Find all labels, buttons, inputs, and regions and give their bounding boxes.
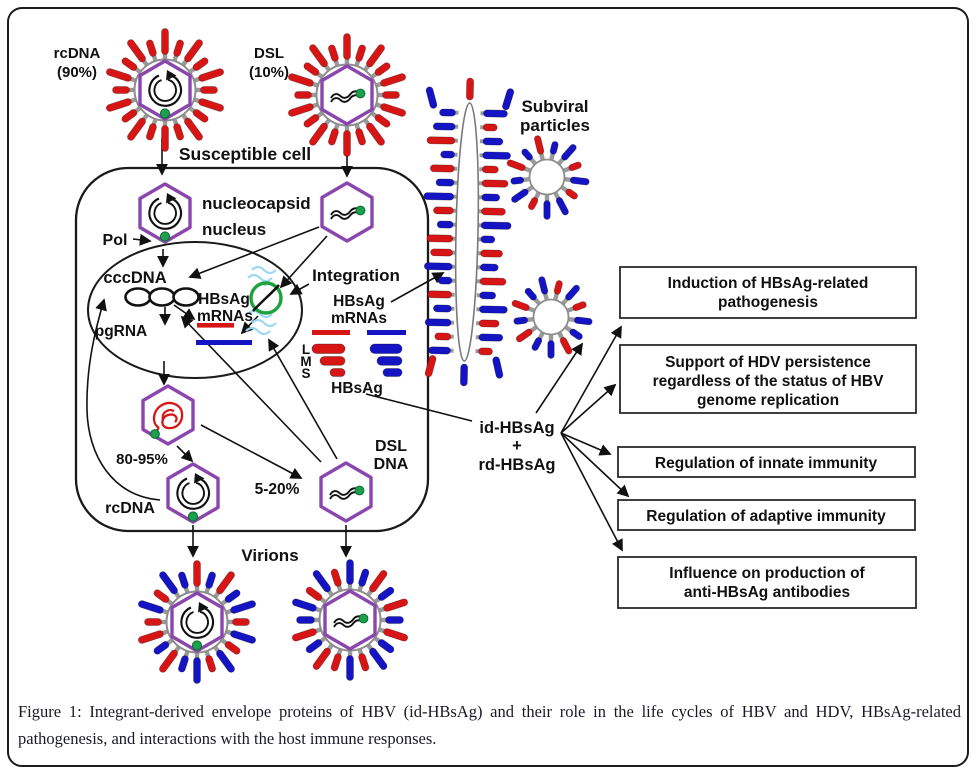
mrna-red-line (197, 323, 234, 328)
label-id-hbsag: id-HBsAg (479, 419, 554, 437)
label-rcdna-capsid: rcDNA (105, 500, 155, 517)
label-subviral-1: Subviral (521, 97, 588, 116)
arrow-fan-box4 (560, 432, 630, 498)
arrow-dslcapsid-to-integration (279, 235, 328, 289)
label-nucleocapsid: nucleocapsid (202, 194, 311, 213)
outcome-box-5 (617, 556, 917, 609)
outcome-box-4-line1: Regulation of adaptive immunity (646, 508, 886, 525)
mrna-bar-blue (367, 330, 406, 335)
integration-ring (249, 281, 283, 315)
outcome-box-4 (617, 499, 916, 531)
subviral-filament (423, 77, 515, 387)
nucleus-outline (87, 241, 303, 379)
nucleocapsid-dsl-mature (319, 461, 373, 523)
label-rd-hbsag: rd-HBsAg (479, 456, 556, 474)
label-rcdna-pct: (90%) (57, 64, 97, 81)
hbv-life-cycle-diagram: Induction of HBsAg-related pathogenesis … (54, 28, 917, 684)
outcome-box-5-line2: anti-HBsAg antibodies (684, 584, 850, 601)
label-nucleus: nucleus (202, 220, 266, 239)
integration-site (245, 265, 283, 336)
cell-outline (74, 166, 430, 533)
label-pol: Pol (103, 232, 128, 249)
arrow-5-20 (200, 424, 303, 479)
outcome-box-1 (619, 266, 917, 319)
arrow-fan-box2 (560, 383, 617, 434)
nucleocapsid-pgrna (141, 384, 195, 446)
hbsag-lms-blue (369, 343, 403, 377)
label-hbsag-mrnas-nucleus-2: mRNAs (197, 308, 253, 325)
label-virions: Virions (241, 546, 298, 565)
label-protein-m: M (300, 354, 311, 369)
outcome-box-2-line3: genome replication (697, 392, 839, 409)
outcome-box-1-line1: Induction of HBsAg-related (668, 275, 869, 292)
label-dsl-pct: (10%) (249, 64, 289, 81)
label-protein-s: S (301, 366, 310, 381)
hbsag-lms-red (311, 343, 346, 377)
nucleocapsid-dsl (320, 181, 374, 243)
arrow-integration-pointer (289, 283, 310, 295)
label-rcdna-virion: rcDNA (54, 45, 101, 62)
arrow-80-95 (176, 445, 194, 463)
label-hbsag-mrnas-right-2: mRNAs (331, 310, 387, 327)
integrated-dna (252, 284, 280, 312)
label-hbsag-proteins: HBsAg (331, 380, 383, 397)
filament-spikes (423, 77, 515, 387)
arrow-fan-box5 (560, 432, 623, 552)
mrna-bar-red (312, 330, 350, 335)
label-plus: + (512, 437, 522, 455)
label-hbsag-mrnas-nucleus-1: HBsAg (198, 291, 250, 308)
arrow-mrnas-to-filament (390, 272, 445, 303)
label-integration: Integration (312, 266, 400, 285)
outcome-box-2-line1: Support of HDV persistence (665, 354, 871, 371)
arrow-rcdna-recycle (86, 298, 161, 501)
virion-rcdna-bottom (137, 560, 257, 684)
cccdna-minichromosome (124, 287, 200, 307)
virion-spikes (287, 33, 407, 157)
label-80-95: 80-95% (116, 451, 168, 468)
chromatin-squiggles (245, 265, 277, 336)
nucleocapsid-rcdna-mature (166, 462, 220, 524)
line-hbsag-to-idhbsag (365, 393, 473, 422)
arrow-fan-box3 (560, 432, 612, 456)
label-pgrna: pgRNA (95, 323, 148, 340)
outcome-box-3-line1: Regulation of innate immunity (655, 455, 878, 472)
label-dsl-dna-2: DNA (374, 456, 409, 473)
sphere-spikes (506, 135, 590, 220)
mrna-blue-line (196, 340, 252, 345)
virion-rcdna-top (105, 28, 225, 152)
label-dsl-dna-1: DSL (375, 438, 407, 455)
hbsag-protein-panel (311, 330, 406, 377)
arrow-dslcapsid-to-cccdna (188, 226, 320, 279)
arrow-integration-to-mrnas (240, 315, 259, 335)
outcome-box-2-line2: regardless of the status of HBV (653, 373, 884, 390)
outcome-box-1-line2: pathogenesis (718, 294, 818, 311)
subviral-sphere-1 (506, 135, 590, 220)
label-dsl-virion: DSL (254, 45, 284, 62)
label-protein-l: L (302, 342, 310, 357)
arrow-fan-box1 (560, 325, 622, 434)
figure-caption: Figure 1: Integrant-derived envelope pro… (18, 699, 961, 752)
arrow-idhbsag-to-sphere (535, 342, 583, 414)
virion-dsl-bottom (291, 559, 409, 681)
outcome-boxes: Induction of HBsAg-related pathogenesis … (617, 266, 917, 609)
outcome-box-5-line1: Influence on production of (669, 565, 865, 582)
sphere-spikes (511, 276, 593, 359)
arrow-dsldna-to-cccdna (180, 315, 322, 463)
outcome-box-3 (617, 446, 916, 478)
label-5-20: 5-20% (255, 481, 300, 498)
caption-prefix: Figure 1: (18, 702, 82, 721)
arrow-dsldna-to-integration (268, 338, 338, 460)
nucleocapsid-rcdna (138, 182, 192, 244)
caption-text: Integrant-derived envelope proteins of H… (18, 702, 961, 748)
label-cccdna: cccDNA (103, 269, 166, 287)
virion-spikes (105, 28, 225, 152)
label-subviral-2: particles (520, 116, 590, 135)
virion-dsl-top (287, 33, 407, 157)
label-susceptible-cell: Susceptible cell (179, 144, 311, 164)
subviral-sphere-2 (511, 276, 593, 359)
outcome-box-2 (619, 344, 917, 414)
arrow-pol-pointer (132, 233, 152, 246)
arrow-cccdna-to-mrnas (173, 304, 196, 321)
label-hbsag-mrnas-right-1: HBsAg (333, 293, 385, 310)
